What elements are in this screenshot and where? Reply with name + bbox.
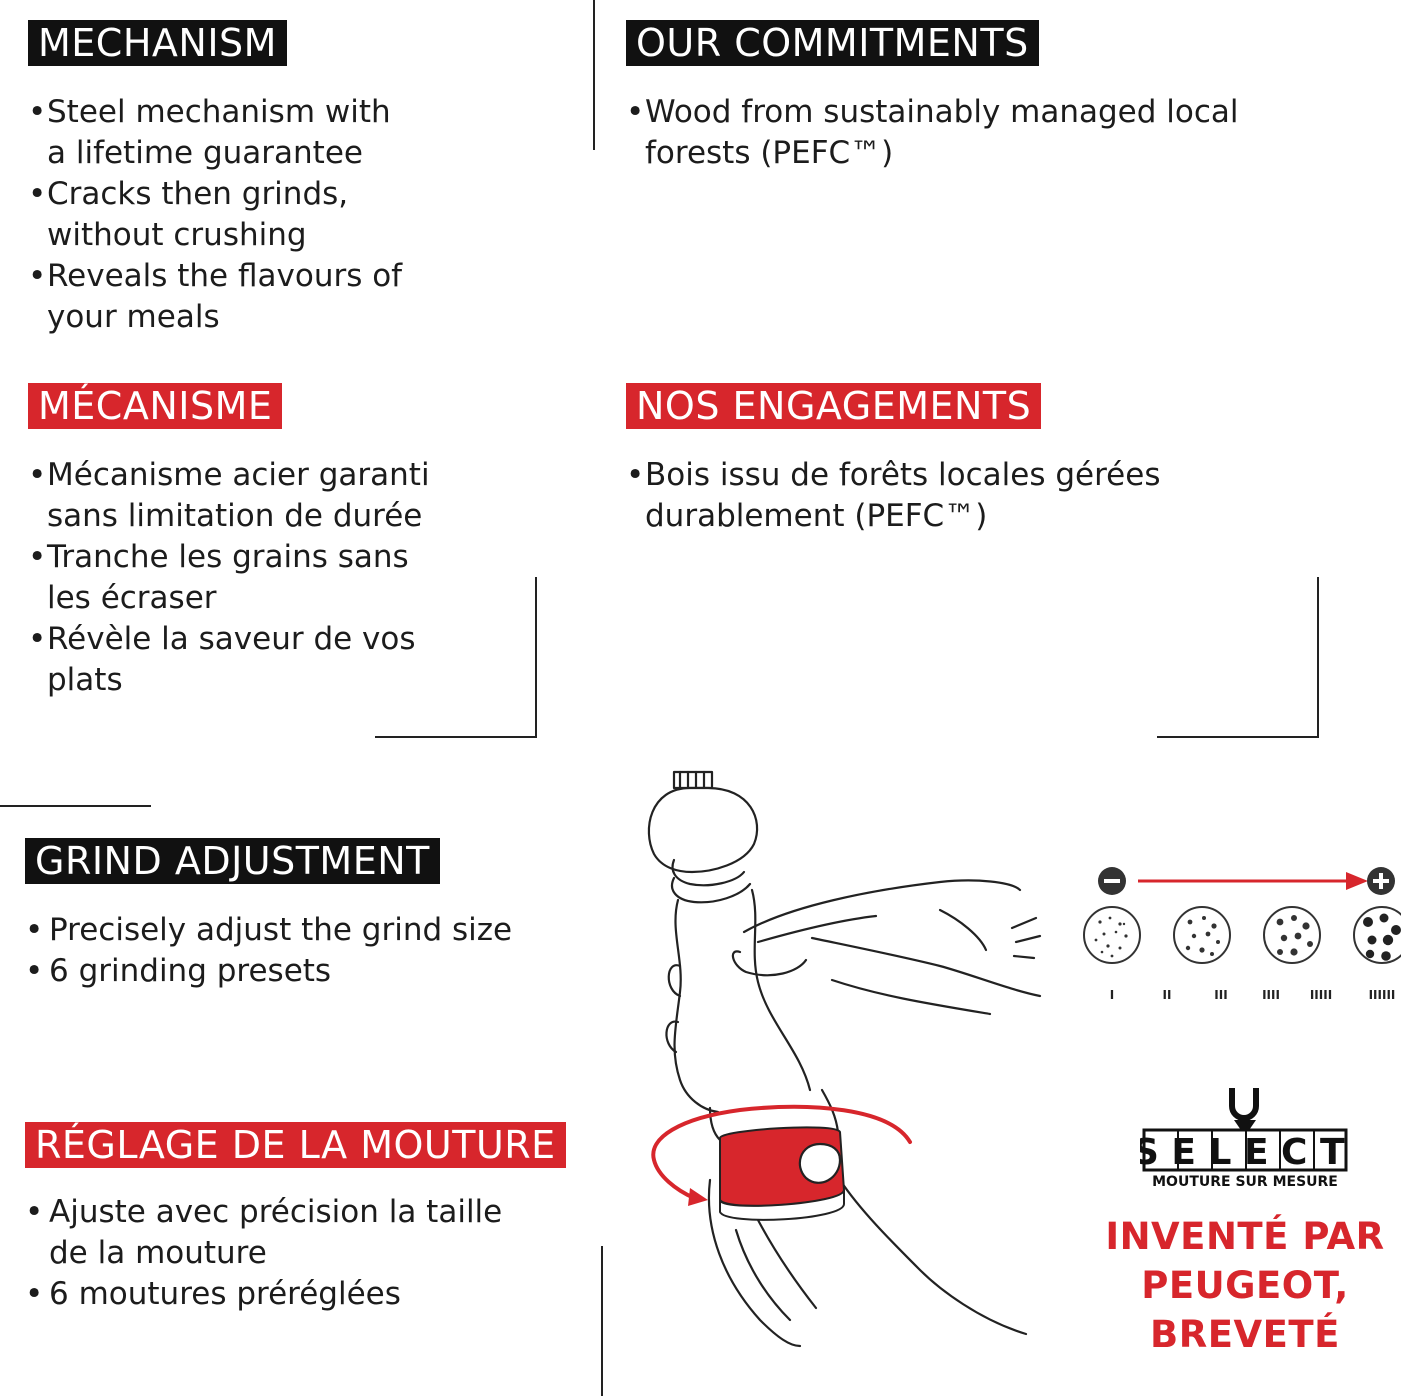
list-item: Precisely adjust the grind size xyxy=(25,910,605,951)
pepper-mill-illustration xyxy=(647,770,1042,1348)
preset-mark-4: IIII xyxy=(1262,988,1280,1002)
coarse-grain-icon xyxy=(1353,906,1401,964)
engagements-list: Bois issu de forêts locales géréesdurabl… xyxy=(626,455,1396,537)
divider-bottom-center xyxy=(601,1246,603,1396)
preset-mark-5: IIIII xyxy=(1310,988,1332,1002)
divider-corner-left-vertical xyxy=(535,577,537,738)
list-item: 6 grinding presets xyxy=(25,951,605,992)
divider-corner-right-vertical xyxy=(1317,577,1319,738)
medium-coarse-grain-icon xyxy=(1263,906,1321,964)
mechanism-title: MECHANISM xyxy=(28,20,287,66)
reglage-title: RÉGLAGE DE LA MOUTURE xyxy=(25,1122,566,1168)
select-subtitle: MOUTURE SUR MESURE xyxy=(1152,1174,1338,1190)
preset-mark-3: III xyxy=(1214,988,1227,1002)
divider-mid-left xyxy=(0,805,151,807)
select-word: SELECT xyxy=(1140,1132,1350,1173)
select-logo: SELECT MOUTURE SUR MESURE xyxy=(1140,1088,1350,1190)
fine-grain-icon xyxy=(1083,906,1141,964)
grind-title: GRIND ADJUSTMENT xyxy=(25,838,440,884)
list-item: 6 moutures préréglées xyxy=(25,1274,595,1315)
medium-fine-grain-icon xyxy=(1173,906,1231,964)
commitments-list: Wood from sustainably managed localfores… xyxy=(626,92,1396,174)
divider-corner-right-horizontal xyxy=(1157,736,1319,738)
list-item: Cracks then grinds,without crushing xyxy=(28,174,568,256)
engagements-title: NOS ENGAGEMENTS xyxy=(626,383,1042,429)
mecanisme-title: MÉCANISME xyxy=(28,383,283,429)
preset-mark-1: I xyxy=(1110,988,1114,1002)
preset-mark-6: IIIIII xyxy=(1369,988,1396,1002)
patent-slogan: INVENTÉ PAR PEUGEOT, BREVETÉ xyxy=(1090,1212,1400,1359)
slogan-line: PEUGEOT, xyxy=(1141,1264,1349,1307)
slogan-line: INVENTÉ PAR xyxy=(1105,1215,1385,1258)
preset-mark-2: II xyxy=(1163,988,1172,1002)
list-item: Bois issu de forêts locales géréesdurabl… xyxy=(626,455,1396,537)
divider-corner-left-horizontal xyxy=(375,736,537,738)
list-item: Wood from sustainably managed localfores… xyxy=(626,92,1396,174)
grind-scale: I II III IIII IIIII IIIIII xyxy=(1083,867,1401,1002)
commitments-title: OUR COMMITMENTS xyxy=(626,20,1039,66)
slogan-line: BREVETÉ xyxy=(1150,1313,1340,1356)
divider-top-center xyxy=(593,0,595,150)
grind-list: Precisely adjust the grind size 6 grindi… xyxy=(25,910,605,992)
